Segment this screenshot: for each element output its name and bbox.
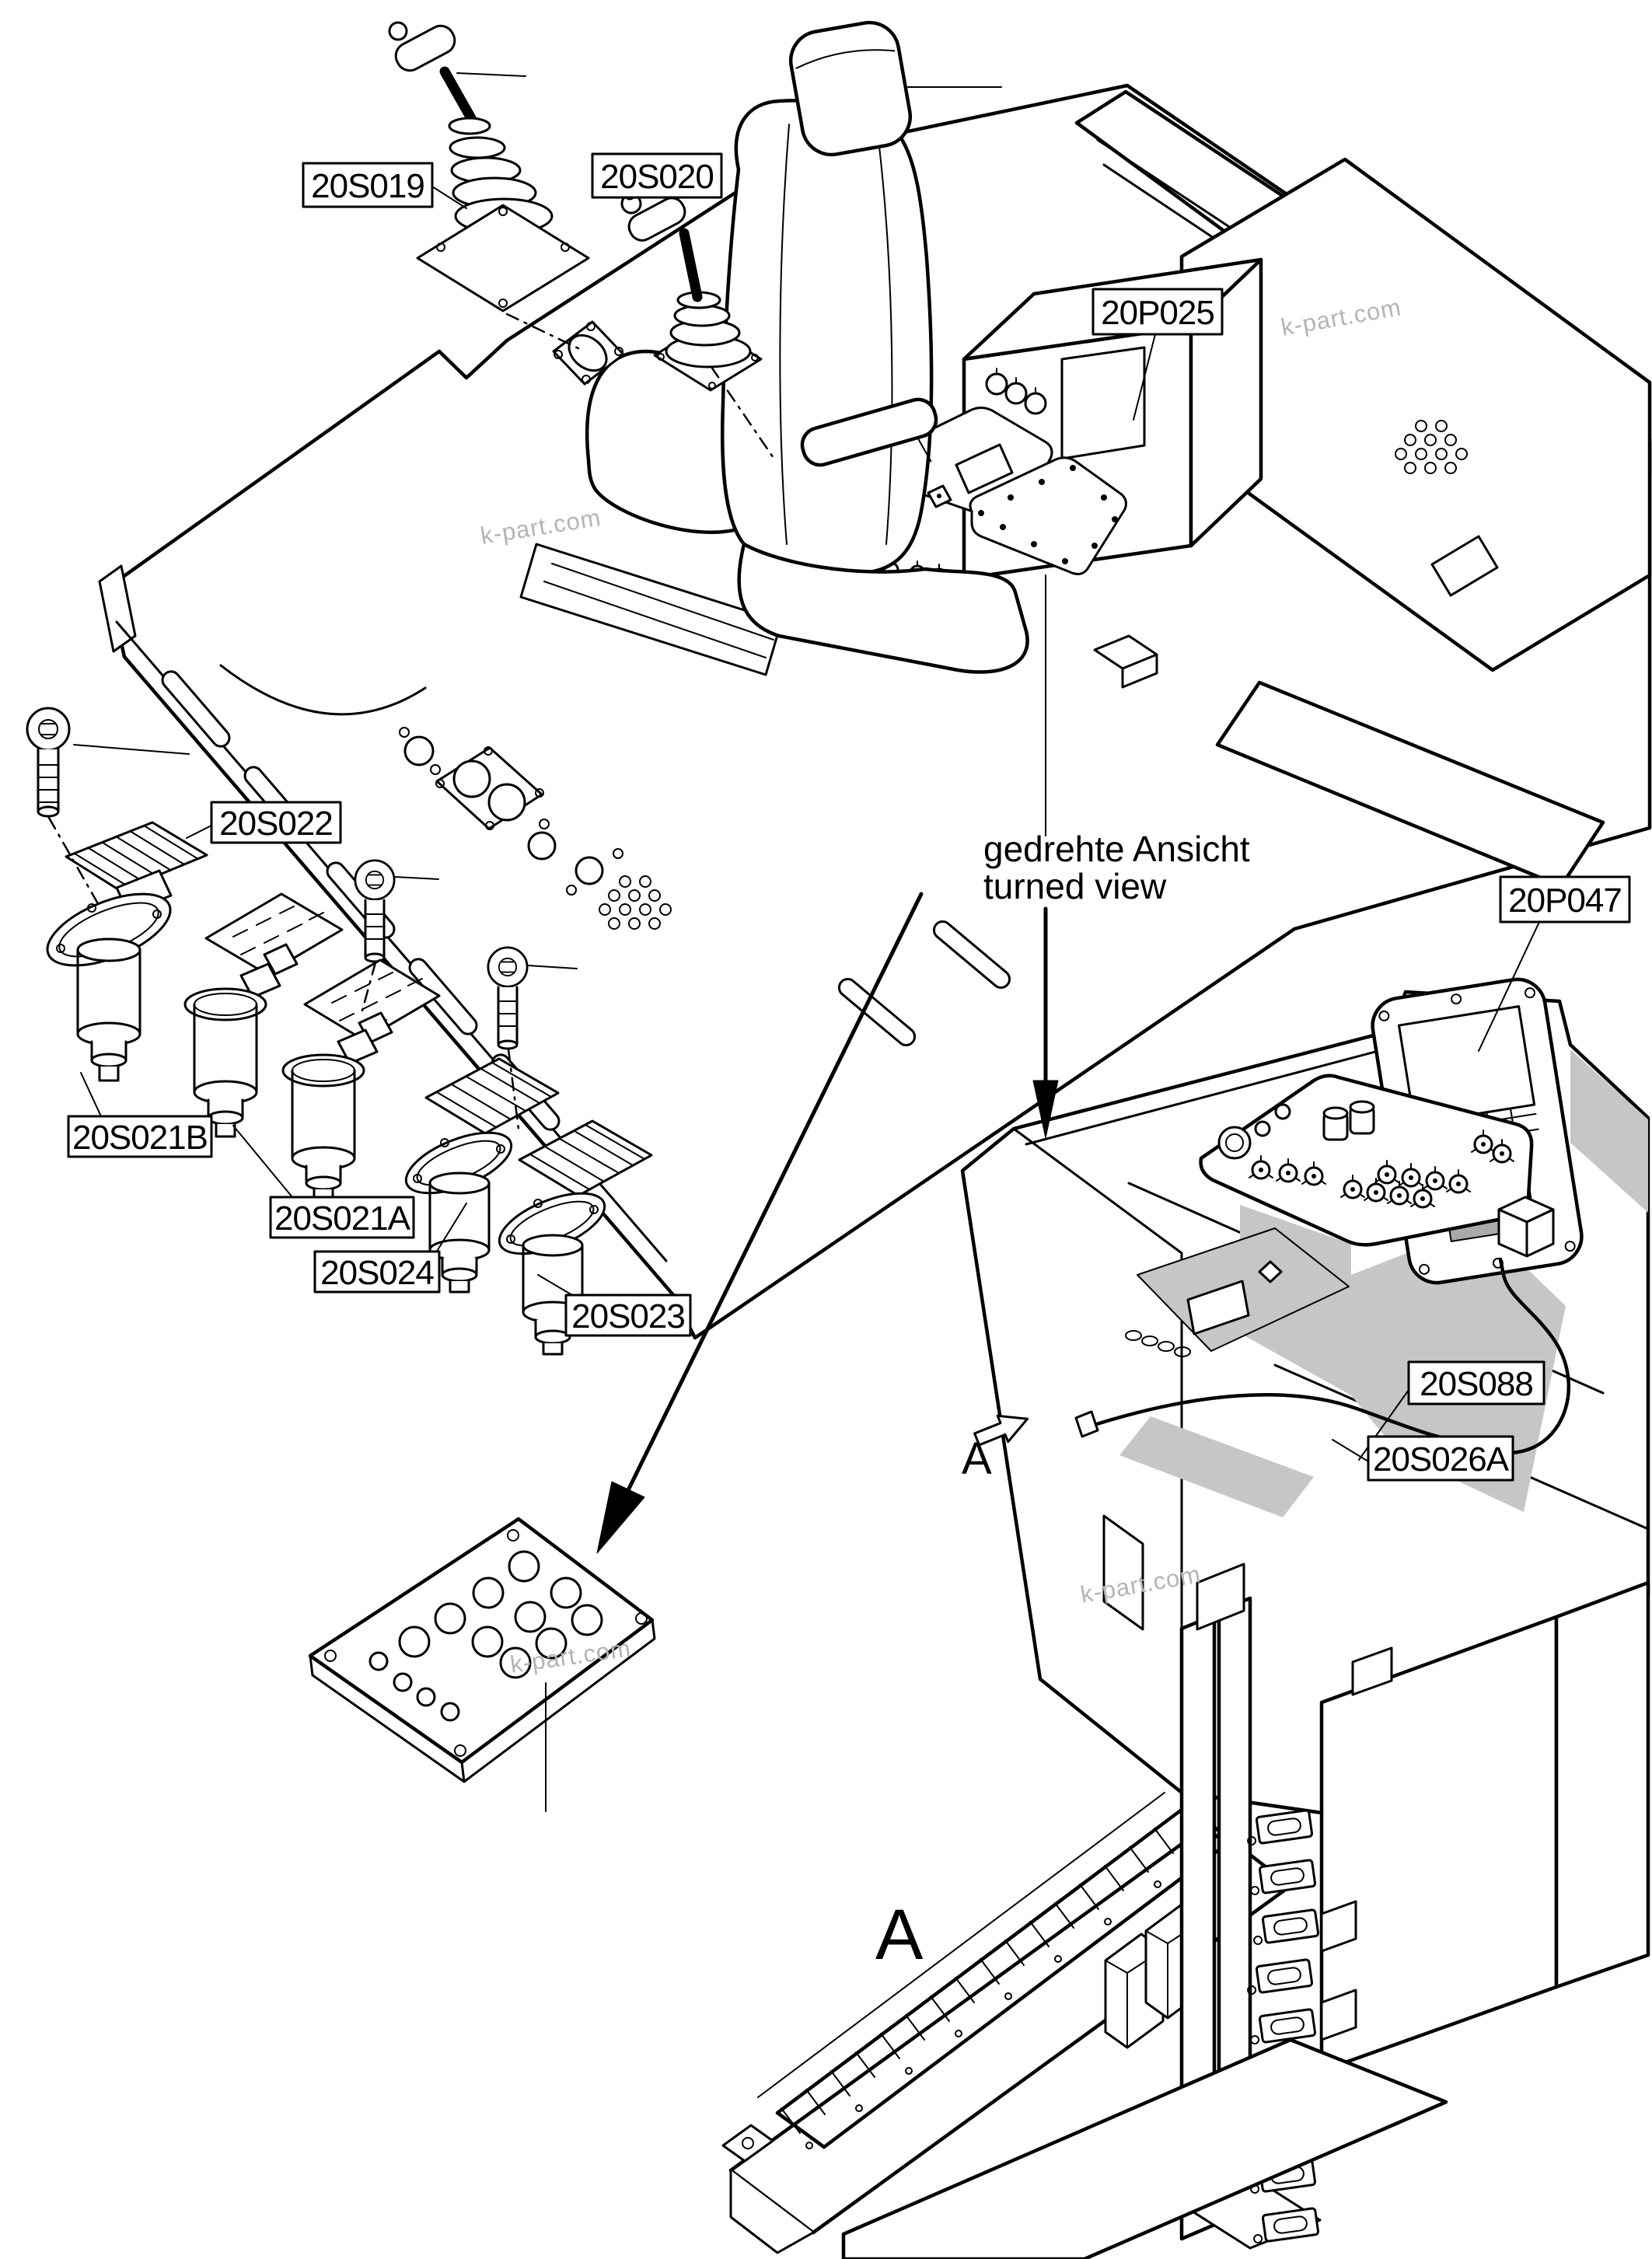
part-label-20P025: 20P025 — [1101, 294, 1214, 332]
part-label-leader-20S024 — [433, 1203, 467, 1257]
seat-support-frame — [519, 543, 783, 676]
seat-cushion — [737, 542, 1029, 674]
panel-screw-dots — [978, 465, 1118, 564]
part-label-box-20P047 — [1499, 875, 1631, 924]
assembly-dash-line-0 — [505, 312, 583, 351]
part-label-20S021B: 20S021B — [72, 1119, 208, 1157]
part-label-leader-20S023 — [537, 1274, 573, 1296]
part-label-box-20S020 — [591, 152, 723, 199]
part-label-box-20S088 — [1407, 1360, 1545, 1405]
leader-line-3 — [394, 876, 439, 880]
twin-pedal-20S021 — [183, 892, 441, 1203]
wall-cutout — [1102, 1514, 1144, 1631]
leader-line-4 — [527, 965, 578, 969]
turned-view-text-de: gedrehte Ansicht — [983, 829, 1250, 869]
part-label-leader-20S022 — [186, 825, 212, 839]
view-marker-letter: A — [962, 1433, 992, 1484]
turned-tray-panel — [1137, 1227, 1350, 1352]
part-label-box-20S024 — [313, 1250, 441, 1294]
joystick-mount-plate-left — [552, 320, 625, 386]
part-label-box-20S021A — [269, 1196, 415, 1239]
operator-seat — [720, 20, 1029, 674]
part-label-20S021A: 20S021A — [274, 1199, 411, 1238]
detail-view-a — [721, 1562, 1650, 2259]
small-block — [1093, 634, 1158, 689]
part-label-20S022: 20S022 — [219, 805, 333, 843]
assembly-dash-line-3 — [361, 961, 377, 1012]
assembly-dash-line-1 — [710, 365, 777, 462]
pedal-20S024 — [404, 1057, 560, 1294]
arrow-head-1 — [596, 1481, 645, 1554]
pedal-valve-20S021B — [183, 987, 267, 1138]
part-label-box-20S022 — [210, 801, 342, 844]
pedal-20S022 — [46, 821, 208, 1082]
pedal-valve-20S021A — [281, 1053, 365, 1203]
part-label-leader-20S026A — [1332, 1439, 1369, 1462]
part-label-leader-20P047 — [1478, 921, 1540, 1052]
part-label-20P047: 20P047 — [1508, 882, 1622, 920]
detail-heading-letter: A — [875, 1895, 924, 1974]
turned-view-text-en: turned view — [983, 866, 1167, 906]
seat-armrest — [800, 397, 938, 467]
pedal-20S023 — [498, 1119, 653, 1356]
part-label-20S026A: 20S026A — [1373, 1440, 1510, 1479]
part-label-leader-20S021A — [232, 1125, 293, 1198]
detail-arm-plate — [721, 1821, 1293, 2254]
perforated-panel-plate — [308, 1517, 656, 1783]
part-label-box-20S026A — [1367, 1435, 1514, 1482]
detail-bottom-plate — [841, 2037, 1448, 2259]
pedal-group — [26, 707, 653, 1356]
rocker-switch-20S088 — [1497, 1196, 1555, 1258]
leader-line-1 — [456, 72, 526, 77]
joystick-left-exploded — [388, 21, 590, 312]
arrow-shaft-1 — [626, 892, 924, 1493]
part-label-box-20P025 — [1091, 288, 1224, 336]
part-label-leader-20P025 — [1133, 333, 1156, 421]
console-display-cutout — [1060, 346, 1146, 460]
part-label-leader-20S021B — [80, 1072, 102, 1117]
view-direction-arrow — [973, 1414, 1029, 1447]
part-label-20S023: 20S023 — [571, 1297, 685, 1335]
mounting-screw-1 — [26, 707, 71, 818]
part-label-box-20S019 — [302, 162, 434, 208]
panel-holes — [324, 1529, 648, 1757]
part-label-leader-20S019 — [431, 186, 467, 209]
mounting-screw-3 — [487, 946, 529, 1050]
part-label-20S024: 20S024 — [320, 1254, 434, 1292]
part-label-box-20S021B — [67, 1115, 213, 1158]
detail-right-panel — [1319, 1580, 1650, 2073]
arrow-head-0 — [1032, 1080, 1059, 1139]
part-label-box-20S023 — [564, 1294, 692, 1337]
part-label-20S019: 20S019 — [311, 167, 424, 205]
seat-backrest — [720, 99, 934, 576]
leader-line-2 — [73, 744, 190, 755]
connector-cutouts — [399, 727, 623, 896]
assembly-dash-line-2 — [47, 816, 101, 908]
floor-left-flange — [98, 564, 137, 653]
part-label-20S088: 20S088 — [1420, 1365, 1533, 1403]
joystick-right — [620, 188, 763, 392]
turned-knob-panel — [1199, 1074, 1534, 1247]
part-label-20S020: 20S020 — [600, 158, 714, 196]
main-view — [98, 20, 1652, 1340]
seat-headrest — [788, 20, 913, 157]
terminal-rail — [757, 1792, 1229, 2149]
